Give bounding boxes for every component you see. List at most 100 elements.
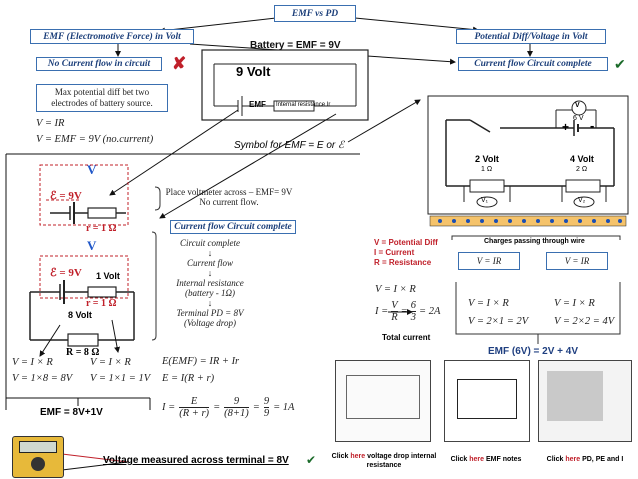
right-circuit-plus: + <box>562 120 570 134</box>
eq-right-c1: V = I × R <box>375 284 416 295</box>
frac-3-den: 9 <box>263 407 270 419</box>
frac-tail: = 2A <box>418 306 441 317</box>
right-circuit-6v: 6 V <box>573 115 584 122</box>
legend: V = Potential Diff I = Current R = Resis… <box>374 238 438 268</box>
frac-63-den: 3 <box>410 311 416 323</box>
r1-label: 2 Volt <box>475 154 499 164</box>
eq-mid-2: E = I(R + r) <box>162 373 215 384</box>
check-icon: ✔ <box>306 453 317 467</box>
click-pd-pe[interactable]: Click here PD, PE and I <box>536 456 634 463</box>
frac-2-num: 9 <box>233 396 240 407</box>
click-pre: Click <box>331 453 351 460</box>
max-pd-text: Max potential diff bet two electrodes of… <box>51 87 153 108</box>
thumbnail-emf-shape <box>457 379 517 419</box>
eq-mid-3d: = <box>213 402 221 413</box>
cross-icon: ✘ <box>172 54 187 73</box>
battery-internal-label: Internal resistance Ir <box>276 102 331 108</box>
circuit1-v: V <box>87 162 97 177</box>
click-pre: Click <box>546 456 566 463</box>
eq-right-c2: I = V R = 6 3 = 2A <box>375 300 441 323</box>
frac-63-num: 6 <box>410 300 416 311</box>
frac-vr: V R <box>391 300 398 323</box>
thumbnail-emf-notes[interactable] <box>444 360 530 442</box>
click-post: PD, PE and I <box>580 456 624 463</box>
click-here-link[interactable]: here <box>469 456 485 463</box>
r2-value: 2 Ω <box>576 166 588 173</box>
flow-item: Current flow <box>187 258 233 268</box>
v1-label: V₁ <box>481 197 489 204</box>
click-here-link[interactable]: here <box>350 453 366 460</box>
frac-vr-num: V <box>391 300 398 311</box>
voltage-terminal-note: Voltage measured across terminal = 8V <box>103 455 289 466</box>
note-voltmeter: Place voltmeter across – EMF= 9V No curr… <box>165 187 293 207</box>
circuit2-emf: ℰ = 9V <box>50 267 82 279</box>
click-pre: Click <box>450 456 470 463</box>
circuit2-one-volt: 1 Volt <box>96 271 120 281</box>
frac-1-num: E <box>190 396 198 407</box>
flow-list: Circuit complete ↓ Current flow ↓ Intern… <box>164 238 256 328</box>
eq-v-ir: V = IR <box>36 118 65 129</box>
battery-label: Battery = EMF = 9V <box>250 40 341 51</box>
eq-mid-3: I = E (R + r) = 9 (8+1) = 9 9 = 1A <box>162 396 294 419</box>
eq-left-a1: V = I × R <box>12 357 53 368</box>
frac-3-num: 9 <box>263 396 270 407</box>
click-post: EMF notes <box>484 456 522 463</box>
click-emf-notes[interactable]: Click here EMF notes <box>440 456 532 463</box>
thumbnail-voltage-drop[interactable] <box>335 360 431 442</box>
v-ir-box-1-text: V = IR <box>476 256 502 266</box>
multimeter-icon <box>12 436 64 478</box>
frac-2-den: (8+1) <box>224 407 249 419</box>
eq-mid-3g: = <box>252 402 260 413</box>
current-circuit-text: Current flow Circuit complete <box>174 222 292 232</box>
click-post: voltage drop internal resistance <box>365 453 437 469</box>
r1-value: 1 Ω <box>481 166 493 173</box>
current-complete-text: Current flow Circuit complete <box>474 59 592 69</box>
frac-vr-den: R <box>391 311 398 323</box>
multimeter-dial <box>31 457 45 471</box>
eq-right-d1: V = I × R <box>468 298 509 309</box>
frac-63: 6 3 <box>410 300 416 323</box>
legend-i: I = Current <box>374 248 415 257</box>
thumbnail-pd-shape <box>547 371 603 421</box>
eq-mid-1: E(EMF) = IR + Ir <box>162 356 240 367</box>
symbol-emf: Symbol for EMF = E or ℰ <box>234 140 345 151</box>
emf-6v-sum: EMF (6V) = 2V + 4V <box>488 346 579 357</box>
thumbnail-pd-pe[interactable] <box>538 360 632 442</box>
frac-1: E (R + r) <box>179 396 210 419</box>
emf-title-text: EMF (Electromotive Force) in Volt <box>43 31 181 42</box>
emf-title-box: EMF (Electromotive Force) in Volt <box>30 29 194 44</box>
header-title-text: EMF vs PD <box>291 8 339 19</box>
eq-mid-3j: = 1A <box>273 402 295 413</box>
legend-v: V = Potential Diff <box>374 238 438 247</box>
eq-right-e1: V = I × R <box>554 298 595 309</box>
current-circuit-box: Current flow Circuit complete <box>170 220 296 234</box>
multimeter-display <box>19 441 57 453</box>
max-pd-box: Max potential diff bet two electrodes of… <box>36 84 168 112</box>
flow-item: Circuit complete <box>180 238 240 248</box>
eq-left-a2: V = 1×8 = 8V <box>12 373 73 384</box>
header-title: EMF vs PD <box>274 5 356 22</box>
emf-sum: EMF = 8V+1V <box>40 407 103 418</box>
flow-item: Terminal PD = 8V (Voltage drop) <box>176 308 244 328</box>
total-current-label: Total current <box>382 333 431 342</box>
circuit2-v: V <box>87 238 97 253</box>
flow-arrow: ↓ <box>207 248 213 258</box>
circuit2-eight-volt: 8 Volt <box>68 310 92 320</box>
click-here-link[interactable]: here <box>565 456 581 463</box>
right-circuit-minus: - <box>590 118 595 133</box>
pd-title-text: Potential Diff/Voltage in Volt <box>474 31 588 42</box>
eq-mid-3a: I = <box>162 402 176 413</box>
battery-emf-label: EMF <box>249 100 266 109</box>
frac-2: 9 (8+1) <box>224 396 249 419</box>
right-circuit-v: V <box>575 102 580 109</box>
v-ir-box-1: V = IR <box>458 252 520 270</box>
flow-item: Internal resistance (battery - 1Ω) <box>176 278 244 298</box>
frac-3: 9 9 <box>263 396 270 419</box>
r2-label: 4 Volt <box>570 154 594 164</box>
click-voltage-drop[interactable]: Click here voltage drop internal resista… <box>330 452 438 470</box>
legend-r: R = Resistance <box>374 258 432 267</box>
battery-volt: 9 Volt <box>236 64 271 79</box>
circuit1-emf: ℰ = 9V <box>50 190 82 202</box>
circuit2-r: r = 1 Ω <box>86 298 117 309</box>
